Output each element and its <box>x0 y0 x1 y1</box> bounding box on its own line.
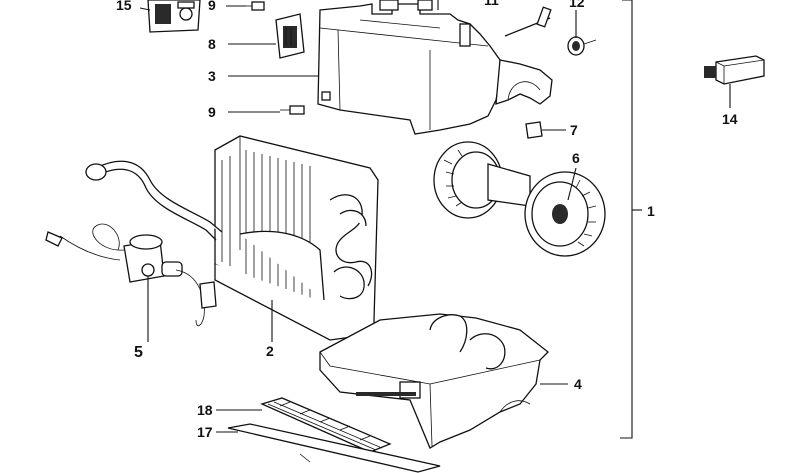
callout-7: 7 <box>570 122 578 138</box>
relay-switch[interactable] <box>704 55 765 85</box>
screw-top[interactable] <box>246 1 265 11</box>
evaporator-core[interactable] <box>214 135 379 341</box>
callout-4: 4 <box>574 376 582 392</box>
thermostat-switch[interactable] <box>147 0 201 33</box>
grommet[interactable] <box>567 36 597 56</box>
callout-8: 8 <box>208 36 216 52</box>
filter-mesh[interactable] <box>260 397 392 453</box>
callout-9-middle: 9 <box>208 104 216 120</box>
heater-housing-cover[interactable] <box>317 0 553 135</box>
callout-2: 2 <box>266 343 274 359</box>
callout-1: 1 <box>647 203 655 219</box>
callout-9-top: 9 <box>208 0 216 13</box>
callout-labels: 1 2 3 4 5 6 7 8 9 9 11 12 14 15 17 18 <box>116 0 738 440</box>
clip[interactable] <box>525 121 543 139</box>
callout-15: 15 <box>116 0 132 13</box>
blower-fan-motor[interactable] <box>433 141 606 257</box>
leader-lines <box>139 0 731 433</box>
callout-3: 3 <box>208 68 216 84</box>
refrigerant-pipe <box>85 160 223 241</box>
callout-12: 12 <box>569 0 585 10</box>
callout-17: 17 <box>197 424 213 440</box>
callout-18: 18 <box>197 402 213 418</box>
seal-plate[interactable] <box>227 423 441 473</box>
callout-6: 6 <box>572 150 580 166</box>
callout-5: 5 <box>134 344 143 361</box>
sensor-rod[interactable] <box>504 6 552 37</box>
lower-housing[interactable] <box>319 313 549 449</box>
expansion-valve[interactable] <box>45 223 217 327</box>
callout-11: 11 <box>484 0 499 8</box>
resistor-block[interactable] <box>275 13 305 59</box>
screw-middle[interactable] <box>280 105 305 115</box>
callout-14: 14 <box>722 111 738 127</box>
assembly-bracket <box>620 0 642 439</box>
